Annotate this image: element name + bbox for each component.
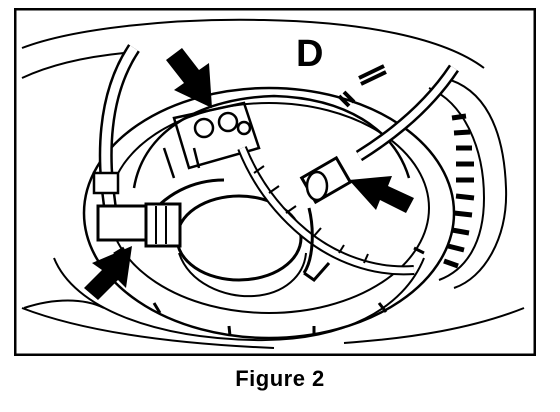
technical-illustration: D (14, 8, 536, 356)
right-fuel-line (299, 64, 459, 282)
tank-outline (21, 18, 525, 349)
arrow-connector (166, 48, 212, 108)
wiring-harness (237, 146, 415, 276)
electrical-connector (162, 101, 261, 179)
arrow-right-fitting (349, 176, 414, 213)
left-fuel-hose (92, 44, 182, 248)
ribbed-panel (428, 77, 508, 289)
callout-letter-d: D (296, 33, 323, 75)
fuel-pump-drawing: D (14, 8, 536, 356)
figure-caption: Figure 2 (235, 366, 325, 391)
arrow-left-fitting (84, 246, 132, 300)
pump-flange (82, 86, 456, 340)
detail-d-marks (337, 64, 387, 108)
